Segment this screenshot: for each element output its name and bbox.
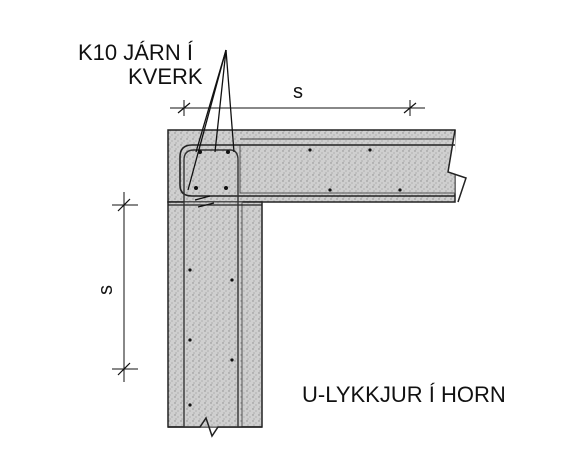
rebar-dot	[224, 186, 228, 190]
dim-slash-bottom	[117, 362, 131, 376]
spacing-label-v: s	[95, 285, 117, 295]
rebar-dot	[230, 278, 234, 282]
leader-line	[225, 49, 235, 153]
leader-line	[187, 49, 227, 191]
rebar-dot	[194, 186, 198, 190]
slab-break-mark	[447, 129, 467, 203]
rebar-dot	[188, 338, 192, 342]
u-loop-rebar	[179, 144, 455, 427]
dimension-vertical: s	[95, 192, 138, 382]
rebar-dot	[368, 148, 372, 152]
corner-bar-tick	[194, 195, 211, 201]
u-loop-vertical	[183, 149, 239, 427]
wall-break-mark	[168, 416, 262, 438]
rebar-dot	[188, 403, 192, 407]
rebar-dot	[226, 150, 230, 154]
dimension-horizontal: s	[170, 81, 425, 116]
slab	[167, 129, 467, 203]
rebar-dot	[188, 268, 192, 272]
wall-core	[183, 201, 243, 428]
slab-core	[239, 144, 456, 194]
wall	[167, 201, 263, 438]
dim-slash-top	[117, 198, 131, 212]
caption: U-LYKKJUR Í HORN	[302, 382, 506, 407]
leader-line	[214, 49, 227, 153]
spacing-label-h: s	[293, 81, 303, 103]
u-loop-horizontal	[179, 144, 455, 197]
dim-slash-right	[403, 102, 417, 114]
bar-note-line1: K10 JÁRN Í	[78, 40, 194, 65]
dim-slash-left	[177, 102, 191, 114]
rebar-dot	[230, 358, 234, 362]
rebar-dot	[328, 188, 332, 192]
bar-note-line2: KVERK	[128, 64, 203, 89]
corner-bar-tick	[197, 202, 215, 208]
leader-lines	[187, 49, 235, 191]
rebar-dot	[398, 188, 402, 192]
rebar-dot	[308, 148, 312, 152]
